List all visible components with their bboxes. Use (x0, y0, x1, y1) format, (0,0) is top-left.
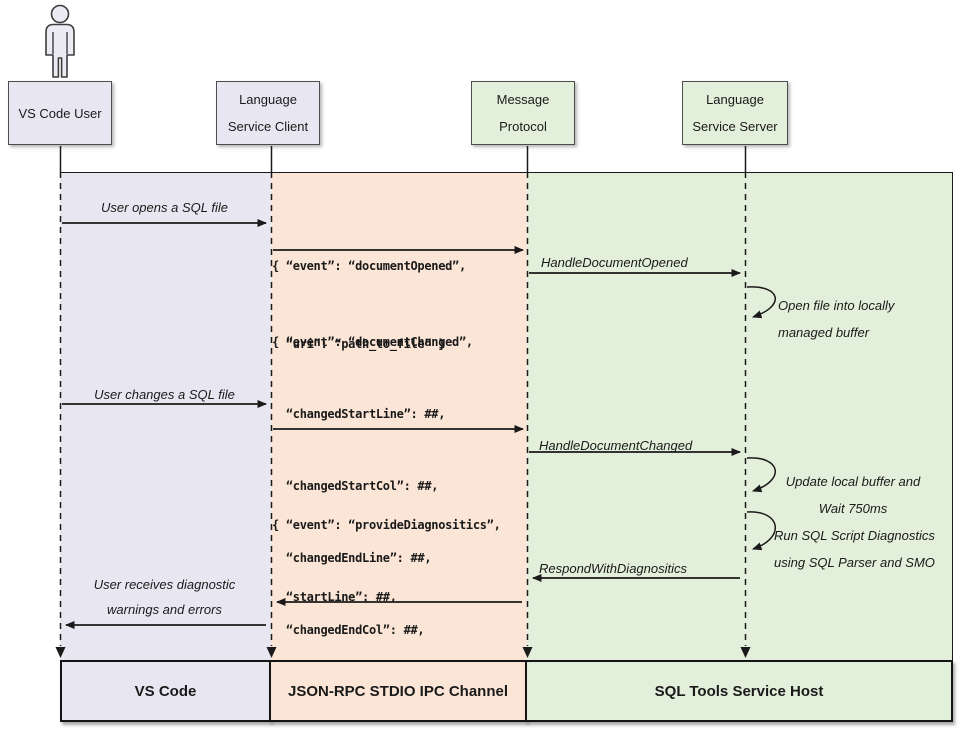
note-line: Run SQL Script Diagnostics (774, 528, 935, 543)
message-label-handle-document-opened: HandleDocumentOpened (541, 255, 688, 270)
payload-line: { “event”: “documentOpened”, (272, 259, 466, 273)
message-label-user-opens: User opens a SQL file (101, 200, 228, 215)
note-line: Open file into locally (778, 298, 895, 313)
payload-line: “changedStartLine”: ##, (272, 407, 446, 421)
actor-box-language-service-server: Language Service Server (682, 81, 788, 145)
payload-line: “changedStartCol”: ##, (272, 479, 439, 493)
payload-line: “startLine”: ##, (272, 590, 397, 604)
lane-title-label: JSON-RPC STDIO IPC Channel (287, 682, 509, 700)
lane-vscode (60, 173, 271, 660)
actor-label: Service Client (227, 119, 309, 134)
message-label-user-receives: User receives diagnostic warnings and er… (62, 572, 267, 622)
message-line: warnings and errors (107, 602, 222, 617)
message-label-handle-document-changed: HandleDocumentChanged (539, 438, 693, 453)
payload-line: { “event”: “documentChanged”, (272, 335, 473, 349)
note-run-diagnostics: Run SQL Script Diagnostics using SQL Par… (774, 522, 935, 576)
actor-label: Service Server (692, 119, 778, 134)
actor-box-language-service-client: Language Service Client (216, 81, 320, 145)
payload-line: { “event”: “provideDiagnositics”, (272, 518, 501, 532)
note-line: using SQL Parser and SMO (774, 555, 935, 570)
json-payload-document-opened: { “event”: “documentOpened”, “uri”: “pat… (272, 201, 466, 409)
note-open-buffer: Open file into locally managed buffer (778, 292, 894, 346)
actor-box-message-protocol: Message Protocol (471, 81, 575, 145)
message-label-user-changes: User changes a SQL file (94, 387, 235, 402)
note-line: Wait 750ms (818, 501, 888, 516)
message-label-respond-with-diagnostics: RespondWithDiagnositics (539, 561, 688, 576)
actor-label: Protocol (499, 119, 547, 134)
lane-title-label: SQL Tools Service Host (654, 682, 824, 700)
actor-label: Message (496, 92, 550, 107)
lane-service-host (527, 173, 952, 660)
lane-title-vscode: VS Code (60, 660, 271, 722)
note-update-buffer: Update local buffer and Wait 750ms (768, 468, 938, 522)
lane-title-service-host: SQL Tools Service Host (525, 660, 953, 722)
actor-label: VS Code User (18, 105, 102, 121)
lane-ipc-channel (271, 173, 527, 660)
actor-label: Language (706, 92, 764, 107)
lane-title-label: VS Code (134, 682, 197, 700)
actor-label: Language (239, 92, 297, 107)
payload-line: “uri”: “path_to_file” } (272, 337, 446, 351)
lane-title-ipc-channel: JSON-RPC STDIO IPC Channel (269, 660, 527, 722)
note-line: managed buffer (778, 325, 870, 340)
note-line: Update local buffer and (785, 474, 921, 489)
payload-line: “changedEndCol”: ##, (272, 623, 425, 637)
person-actor-icon (45, 4, 75, 78)
message-line: User receives diagnostic (93, 577, 236, 592)
actor-box-vscode-user: VS Code User (8, 81, 112, 145)
swimlane-strip (60, 172, 953, 660)
payload-line: “changedEndLine”: ##, (272, 551, 432, 565)
lane-title-row: VS Code JSON-RPC STDIO IPC Channel SQL T… (60, 660, 953, 722)
